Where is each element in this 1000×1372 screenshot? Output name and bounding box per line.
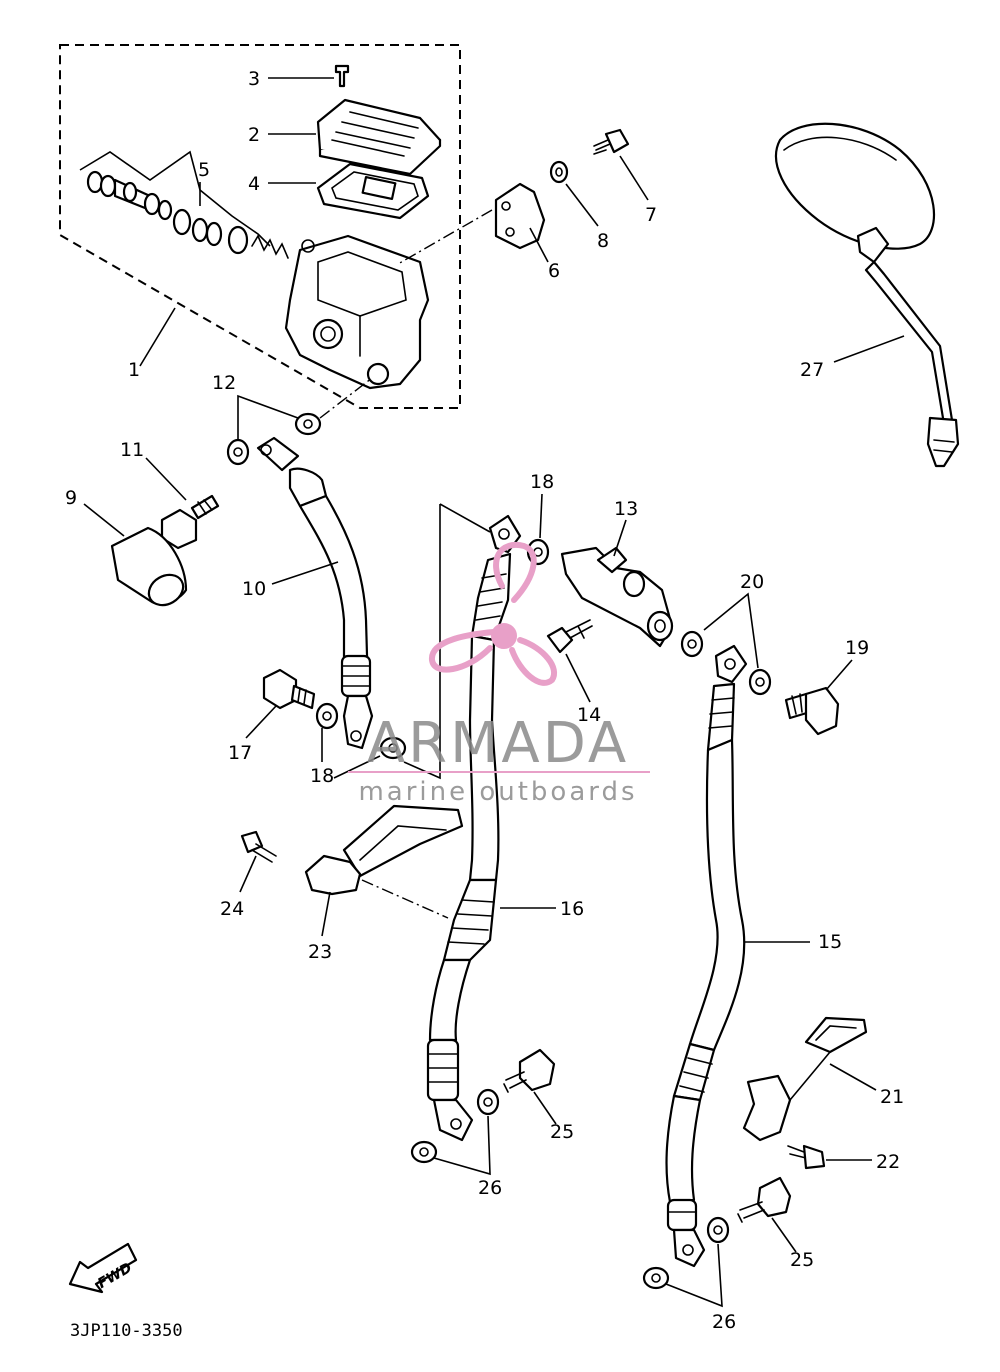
part-union-bolt-25-upper xyxy=(503,1048,557,1125)
part-bolt-24 xyxy=(239,830,277,893)
drawing-code: 3JP110-3350 xyxy=(70,1321,183,1341)
callout-21: 21 xyxy=(880,1086,904,1108)
part-union-bolt-19 xyxy=(784,659,853,736)
part-diaphragm-4 xyxy=(268,162,430,220)
part-washer-12 xyxy=(226,377,373,466)
part-union-bolt-11 xyxy=(145,457,220,550)
callout-9: 9 xyxy=(65,487,77,509)
part-union-bolt-25-lower xyxy=(737,1176,797,1253)
part-hose-joint-13 xyxy=(560,519,674,648)
callout-11: 11 xyxy=(120,439,144,461)
part-washer-18-lower xyxy=(315,702,407,779)
part-reservoir-cap-2 xyxy=(268,98,442,176)
propeller-logo-icon xyxy=(429,541,557,686)
callout-26-upper: 26 xyxy=(478,1177,502,1199)
callout-4: 4 xyxy=(248,173,260,195)
part-washer-26-lower xyxy=(642,1216,730,1308)
armada-watermark: ARMADA marine outboards xyxy=(348,541,650,807)
part-union-bolt-17 xyxy=(245,668,316,739)
watermark-brand: ARMADA xyxy=(367,711,629,776)
callout-14: 14 xyxy=(577,704,601,726)
part-master-cylinder-1 xyxy=(139,234,430,390)
callout-15: 15 xyxy=(818,931,842,953)
part-bolt-14 xyxy=(546,619,593,703)
master-cylinder-assembly-box xyxy=(59,44,461,409)
part-guide-21 xyxy=(742,1016,877,1142)
callout-6: 6 xyxy=(548,260,560,282)
part-bolt-7 xyxy=(593,128,649,201)
callout-25-lower: 25 xyxy=(790,1249,814,1271)
part-washer-8 xyxy=(549,160,599,227)
callout-24: 24 xyxy=(220,898,244,920)
part-brake-hose-10 xyxy=(256,436,374,750)
callout-labels: 1 2 3 4 5 6 7 8 9 10 11 12 13 14 15 16 1… xyxy=(65,68,904,1333)
part-cap-9 xyxy=(83,503,188,607)
watermark-tagline: marine outboards xyxy=(358,777,637,807)
part-washer-20 xyxy=(680,592,772,696)
callout-1: 1 xyxy=(128,359,140,381)
fwd-arrow-icon: FWD xyxy=(68,1242,138,1294)
part-screw-3 xyxy=(268,64,350,88)
callout-20: 20 xyxy=(740,571,764,593)
part-clamp-6 xyxy=(397,182,549,265)
callout-25-upper: 25 xyxy=(550,1121,574,1143)
callout-13: 13 xyxy=(614,498,638,520)
callout-27: 27 xyxy=(800,359,824,381)
part-brake-hose-15 xyxy=(665,644,810,1268)
part-washer-26-upper xyxy=(410,1088,500,1176)
callout-2: 2 xyxy=(248,124,260,146)
callout-17: 17 xyxy=(228,742,252,764)
part-bolt-22 xyxy=(787,1144,872,1170)
callout-10: 10 xyxy=(242,578,266,600)
part-guide-23 xyxy=(304,804,464,937)
callout-3: 3 xyxy=(248,68,260,90)
callout-5: 5 xyxy=(198,159,210,181)
callout-16: 16 xyxy=(560,898,584,920)
callout-22: 22 xyxy=(876,1151,900,1173)
callout-7: 7 xyxy=(645,204,657,226)
part-mirror-27 xyxy=(775,122,960,468)
callout-18-upper: 18 xyxy=(530,471,554,493)
callout-12: 12 xyxy=(212,372,236,394)
callout-19: 19 xyxy=(845,637,869,659)
callout-26-lower: 26 xyxy=(712,1311,736,1333)
callout-18-lower: 18 xyxy=(310,765,334,787)
part-piston-kit-5 xyxy=(79,150,289,259)
callout-8: 8 xyxy=(597,230,609,252)
callout-23: 23 xyxy=(308,941,332,963)
